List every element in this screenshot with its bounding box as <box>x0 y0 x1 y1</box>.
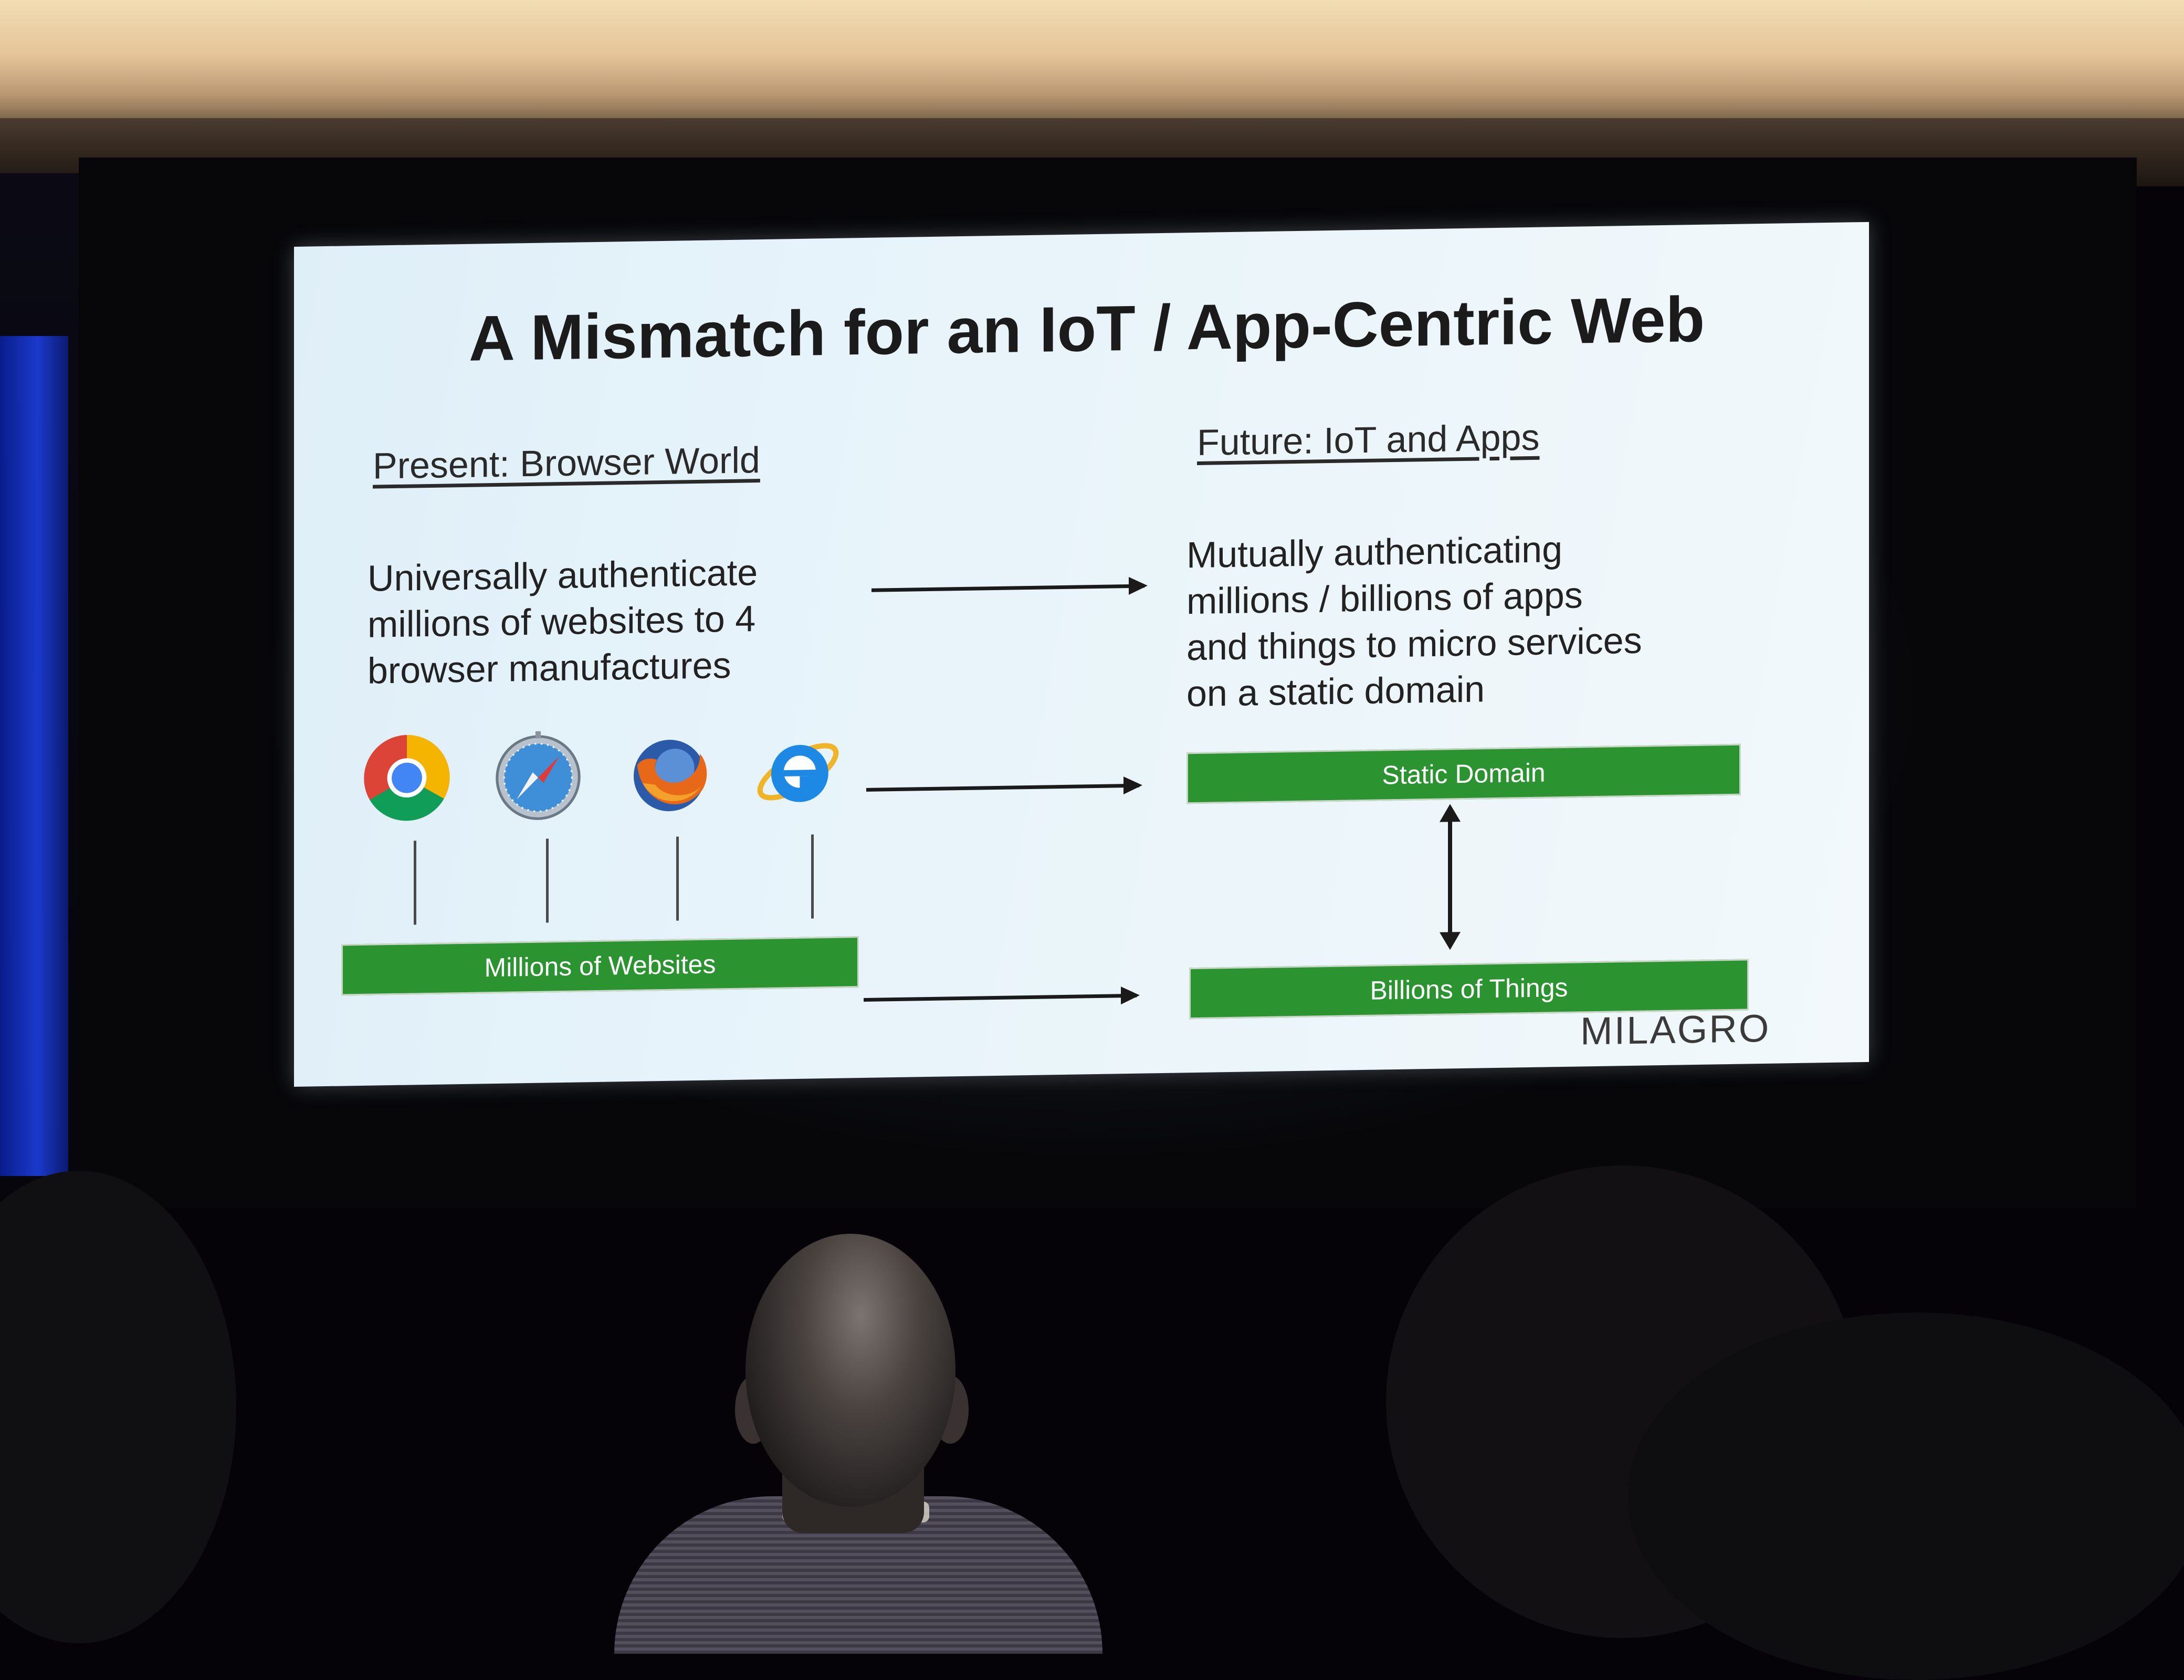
future-heading: Future: IoT and Apps <box>1197 416 1540 463</box>
present-line: millions of websites to 4 <box>368 598 756 645</box>
present-line: browser manufactures <box>368 644 731 691</box>
audience-head-left <box>0 1171 236 1643</box>
firefox-logo-icon <box>634 740 707 812</box>
audience-head-center <box>746 1234 956 1507</box>
right-arrow-icon <box>872 584 1144 592</box>
safari-logo-icon <box>496 731 581 820</box>
slide-title: A Mismatch for an IoT / App-Centric Web <box>468 283 1705 374</box>
millions-of-websites-box: Millions of Websites <box>341 936 859 996</box>
internet-explorer-logo-icon <box>757 743 839 802</box>
connector-line <box>676 836 679 921</box>
static-domain-box: Static Domain <box>1186 743 1741 804</box>
connector-line <box>414 841 416 925</box>
vertical-double-arrow-icon <box>1448 811 1452 943</box>
right-arrow-icon <box>864 993 1137 1002</box>
present-heading: Present: Browser World <box>373 439 760 487</box>
audience-shoulder-right <box>1628 1312 2184 1680</box>
ceiling <box>0 0 2184 126</box>
milagro-brand: MILAGRO <box>1580 1006 1771 1053</box>
projected-slide: A Mismatch for an IoT / App-Centric Web … <box>294 222 1869 1087</box>
present-line: Universally authenticate <box>368 552 758 599</box>
future-description: Mutually authenticating millions / billi… <box>1186 522 1790 717</box>
future-line: on a static domain <box>1186 668 1485 715</box>
present-description: Universally authenticate millions of web… <box>368 548 840 694</box>
connector-line <box>546 838 549 923</box>
blue-light-panel <box>0 336 68 1176</box>
chrome-logo-icon <box>364 735 450 821</box>
right-arrow-icon <box>866 783 1139 792</box>
connector-line <box>811 834 814 919</box>
